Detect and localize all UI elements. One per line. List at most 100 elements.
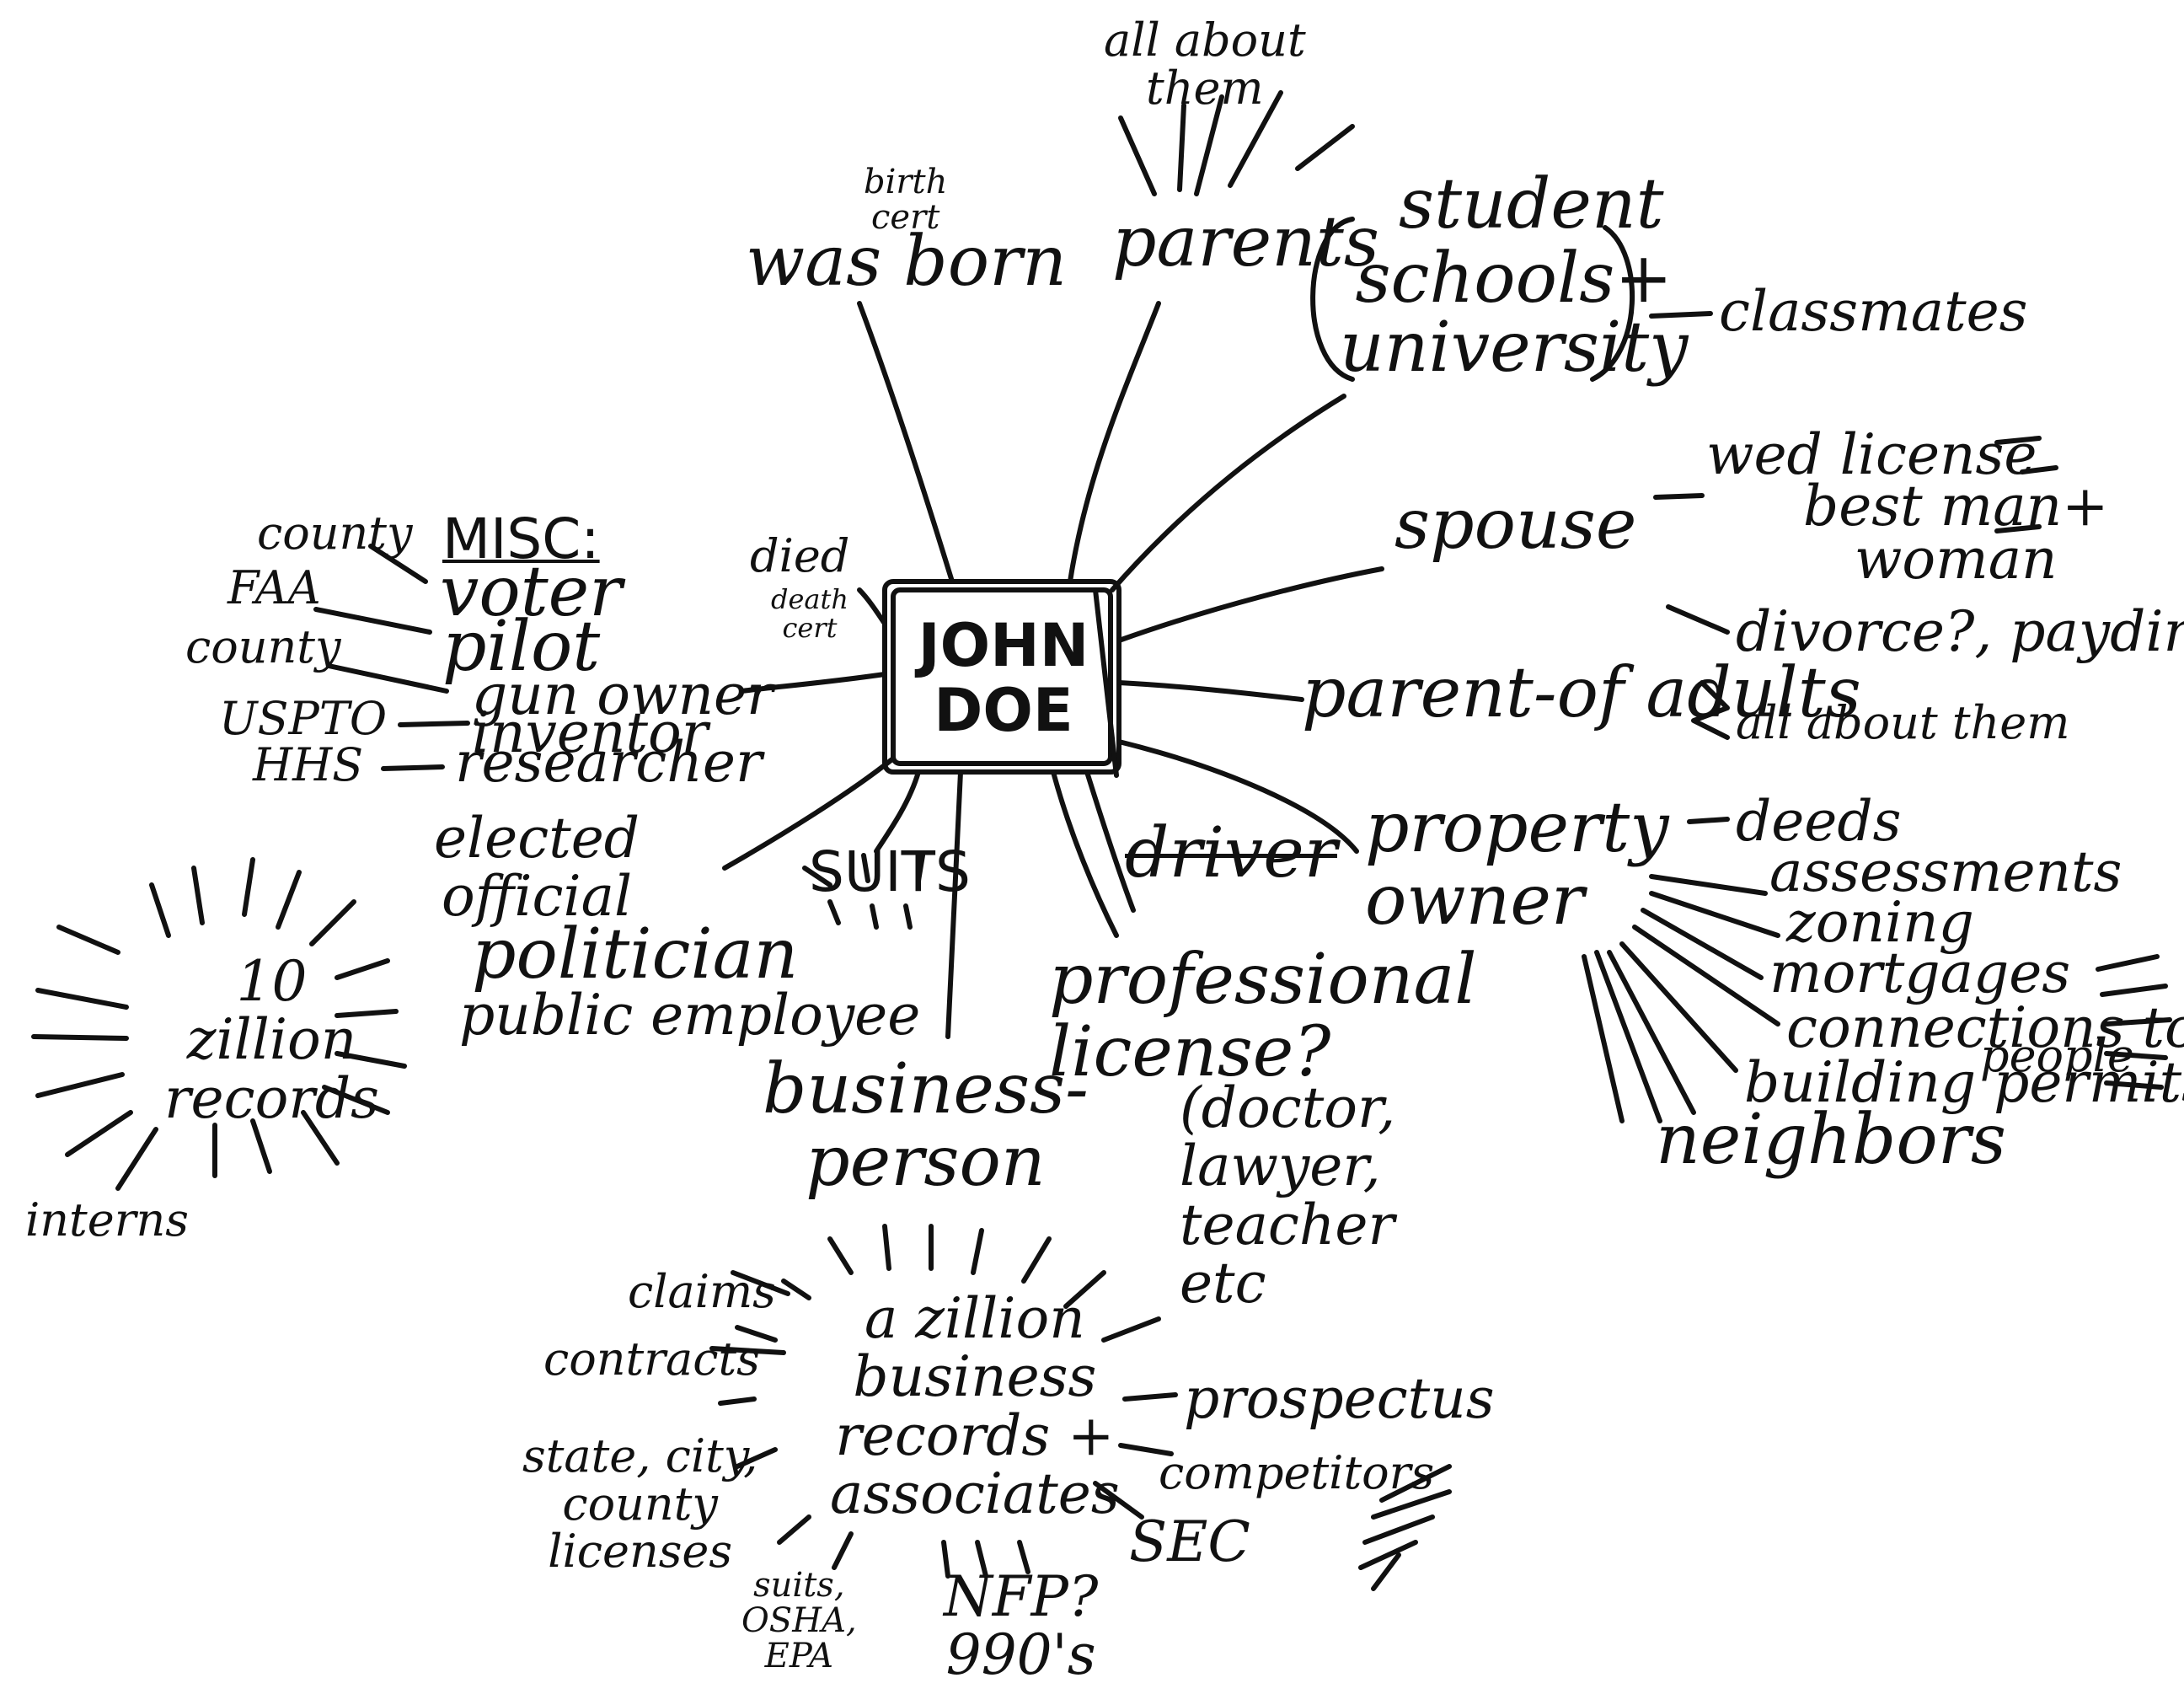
line-neighbors-a xyxy=(1607,950,1696,1115)
label-hhs: HHS xyxy=(253,738,364,791)
school-bracket-right xyxy=(1590,225,1635,382)
line-parent-of-adults xyxy=(1116,680,1304,702)
label-mortgages: mortgages xyxy=(1769,941,2071,1005)
center-box-edge xyxy=(1093,587,1119,778)
line-was-born xyxy=(857,301,955,584)
label-voter: voter xyxy=(440,552,623,632)
line-county-gun xyxy=(326,663,449,694)
label-best-man-woman: best man+ woman xyxy=(1803,474,2109,592)
line-hhs xyxy=(381,764,445,771)
label-prospectus: prospectus xyxy=(1184,1366,1495,1431)
fan-parents-5 xyxy=(1295,124,1355,171)
line-building xyxy=(1619,941,1738,1073)
line-county-voter xyxy=(368,544,428,584)
line-mortgages xyxy=(1641,908,1764,980)
label-all-about-them-top: all about them xyxy=(1104,13,1306,115)
fan-parent-adults xyxy=(1691,680,1730,740)
label-death-cert: death cert xyxy=(771,583,848,644)
label-contracts: contracts xyxy=(543,1332,760,1386)
line-misc xyxy=(739,672,887,694)
label-assessments: assessments xyxy=(1769,839,2122,904)
label-suits-osha-epa: suits, OSHA, EPA xyxy=(741,1566,857,1675)
label-suits: SUITS xyxy=(809,839,971,904)
label-gov-records: 10 zillion records xyxy=(164,949,379,1131)
line-professional xyxy=(1051,769,1119,938)
label-zoning: zoning xyxy=(1786,890,1974,955)
line-connections xyxy=(1632,925,1780,1027)
burst-business-records xyxy=(709,1224,1178,1579)
fan-parents-4 xyxy=(1228,90,1283,188)
burst-connections xyxy=(2096,954,2172,1090)
fan-parents-2 xyxy=(1177,103,1186,192)
label-student: student xyxy=(1399,164,1664,244)
label-inventor: inventor xyxy=(472,700,709,765)
label-died: died xyxy=(750,529,850,582)
tick-bestman xyxy=(2020,465,2058,474)
label-parents: parents xyxy=(1112,202,1379,282)
line-spouse xyxy=(1116,566,1384,643)
label-competitors: competitors xyxy=(1159,1446,1435,1499)
line-neighbors-c xyxy=(1582,954,1625,1123)
label-connections-to: connections to xyxy=(1786,995,2184,1060)
label-license-examples: (doctor, lawyer, teacher etc xyxy=(1180,1075,1396,1316)
label-classmates: classmates xyxy=(1719,279,2028,344)
label-driver: driver xyxy=(1125,813,1337,893)
fan-parents-3 xyxy=(1194,94,1224,196)
fan-parents-1 xyxy=(1118,115,1157,196)
label-nfp-990s: NFP? 990's xyxy=(944,1564,1099,1688)
label-schools-university: schools+ university xyxy=(1340,239,1689,388)
label-birth-cert: birth cert xyxy=(864,163,948,237)
label-sec: SEC xyxy=(1129,1509,1250,1574)
label-business-person: business- person xyxy=(763,1049,1089,1203)
label-neighbors: neighbors xyxy=(1656,1100,2007,1180)
label-was-born: was born xyxy=(746,222,1068,302)
line-property xyxy=(1116,739,1359,854)
tick-woman xyxy=(1994,524,2042,533)
burst-gov-records xyxy=(31,857,407,1191)
label-divorce-paydirt: divorce?, paydirt! xyxy=(1736,599,2184,664)
label-public-employee: public employee xyxy=(459,983,921,1048)
line-politician xyxy=(722,756,896,871)
label-faa: FAA xyxy=(228,561,321,614)
label-spouse: spouse xyxy=(1394,485,1637,565)
label-state-city-county-licenses: state, city, county licenses xyxy=(522,1429,758,1579)
line-divorce xyxy=(1666,604,1730,635)
label-politician: politician xyxy=(472,914,799,994)
school-bracket-left xyxy=(1310,217,1355,382)
line-faa xyxy=(313,607,432,635)
center-box-inner xyxy=(891,587,1113,766)
label-wed-license: wed license xyxy=(1706,422,2037,487)
line-deeds xyxy=(1687,817,1730,824)
burst-competitors xyxy=(1358,1464,1452,1591)
label-property-owner: property owner xyxy=(1365,788,1669,941)
label-all-about-them-right: all about them xyxy=(1736,696,2070,749)
label-people: people xyxy=(1980,1029,2134,1082)
line-uspto xyxy=(398,721,470,727)
line-suits xyxy=(874,769,921,854)
line-neighbors-b xyxy=(1594,950,1662,1123)
label-pilot: pilot xyxy=(442,607,601,687)
label-gun-owner: gun owner xyxy=(472,662,774,727)
label-elected-official: elected official xyxy=(434,806,640,930)
label-building-permits: building permits xyxy=(1744,1050,2184,1115)
line-zoning xyxy=(1649,891,1780,938)
label-county-gun: county xyxy=(185,620,341,673)
label-misc: MISC: xyxy=(442,507,600,571)
label-deeds: deeds xyxy=(1736,789,1902,854)
line-driver xyxy=(1084,769,1136,913)
line-parents xyxy=(1068,301,1161,584)
line-school xyxy=(1110,394,1346,592)
label-professional-license: professional license? xyxy=(1049,940,1477,1093)
label-researcher: researcher xyxy=(455,730,763,795)
label-county-voter: county xyxy=(257,507,413,560)
label-interns: interns xyxy=(25,1193,190,1246)
label-business-records: a zillion business records + associates xyxy=(830,1286,1120,1526)
label-uspto: USPTO xyxy=(219,692,388,745)
suits-rays xyxy=(802,853,925,930)
line-business xyxy=(945,769,963,1039)
line-died xyxy=(857,587,887,626)
line-classmates xyxy=(1649,311,1713,319)
label-parent-of-adults: parent-of adults xyxy=(1302,653,1861,733)
label-claims: claims xyxy=(628,1265,776,1318)
